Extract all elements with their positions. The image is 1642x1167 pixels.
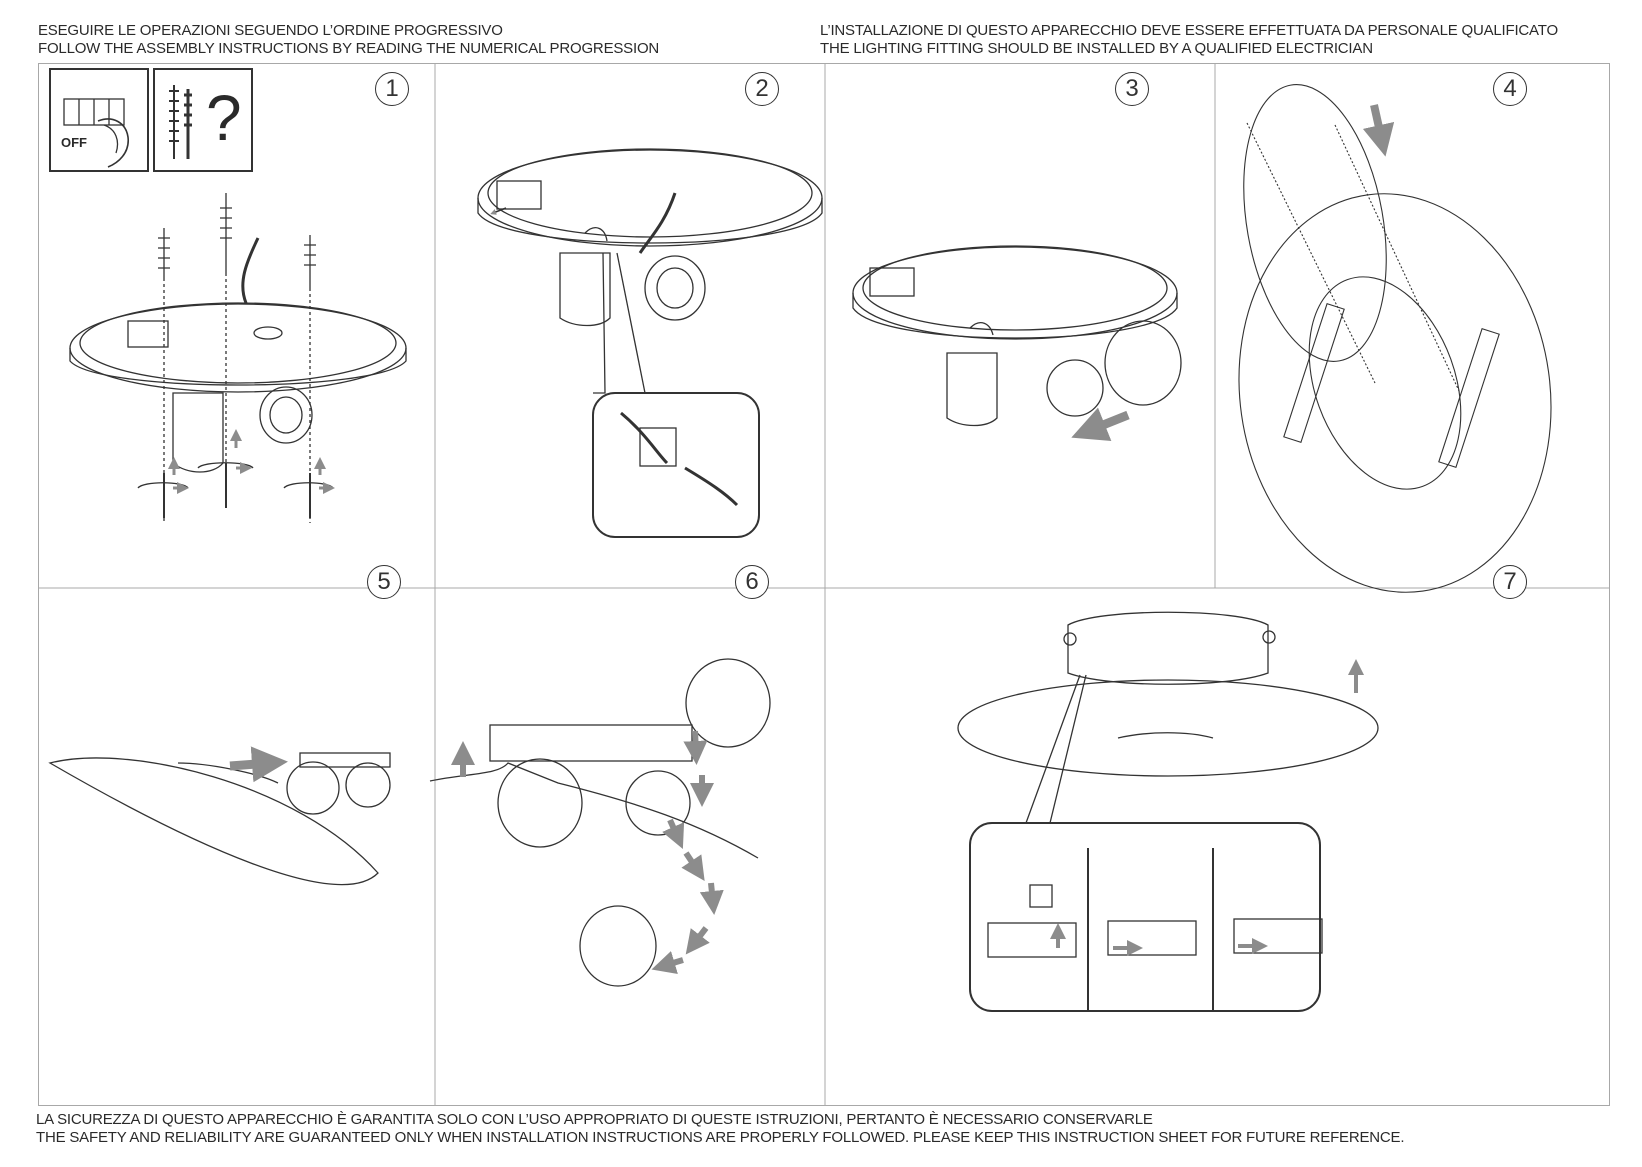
step7-illustration: [957, 611, 1379, 1012]
header-left-line1: ESEGUIRE LE OPERAZIONI SEGUENDO L’ORDINE…: [38, 22, 503, 39]
footer: LA SICUREZZA DI QUESTO APPARECCHIO È GAR…: [36, 1111, 1405, 1147]
header-left: ESEGUIRE LE OPERAZIONI SEGUENDO L’ORDINE…: [38, 22, 659, 58]
step-number-6: 6: [735, 565, 769, 599]
header-right-line1: L’INSTALLAZIONE DI QUESTO APPARECCHIO DE…: [820, 22, 1558, 39]
step-number-2: 2: [745, 72, 779, 106]
step-number-3: 3: [1115, 72, 1149, 106]
step5-illustration: [48, 752, 391, 886]
footer-line2: THE SAFETY AND RELIABILITY ARE GUARANTEE…: [36, 1129, 1405, 1146]
step-number-1: 1: [375, 72, 409, 106]
step3-illustration: [852, 245, 1182, 427]
grid-frame: [38, 63, 1610, 1106]
step-number-4: 4: [1493, 72, 1527, 106]
tools-question-icon: ?: [206, 82, 242, 154]
step-number-5: 5: [367, 565, 401, 599]
step-number-7: 7: [1493, 565, 1527, 599]
step1-arrows: [168, 429, 335, 494]
header-right-line2: THE LIGHTING FITTING SHOULD BE INSTALLED…: [820, 40, 1373, 57]
step6-arrows: [451, 730, 724, 975]
off-label: OFF: [61, 135, 87, 150]
header-left-line2: FOLLOW THE ASSEMBLY INSTRUCTIONS BY READ…: [38, 40, 660, 57]
step4-illustration: [1238, 84, 1552, 593]
instruction-grid: OFF ? 1 2 3 4 5 6 7: [38, 63, 1610, 1106]
step6-illustration: [429, 658, 771, 987]
header-right: L’INSTALLAZIONE DI QUESTO APPARECCHIO DE…: [820, 22, 1558, 58]
footer-line1: LA SICUREZZA DI QUESTO APPARECCHIO È GAR…: [36, 1111, 1153, 1128]
step2-illustration: [477, 148, 823, 538]
step7-arrows: [1050, 659, 1364, 956]
